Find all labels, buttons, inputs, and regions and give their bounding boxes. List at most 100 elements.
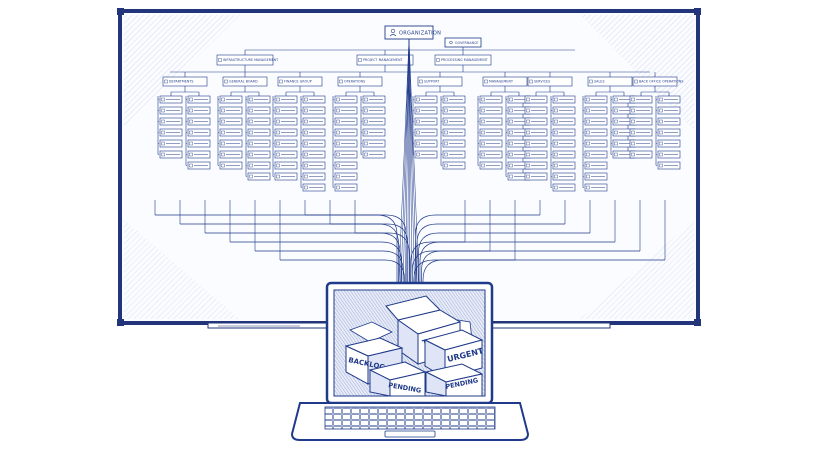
node-icon [509,130,513,135]
org-leaf-node [334,106,358,115]
node-icon [509,174,513,179]
org-leaf-node [274,172,298,181]
org-root-label: ORGANIZATION [399,31,441,37]
node-icon [436,58,440,62]
node-icon [161,97,165,102]
org-leaf-node [657,161,681,170]
node-icon [276,97,280,102]
person-icon [390,28,396,34]
org-leaf-node [479,150,503,159]
node-icon [614,119,618,124]
hatch-shading [124,220,240,319]
node-icon [221,152,225,157]
cable-line [404,38,410,301]
org-leaf-node [247,117,271,126]
node-icon [161,108,165,113]
org-node-label: DEPARTMENTS [169,80,194,84]
org-leaf-node [274,150,298,159]
org-leaf-node [187,95,211,104]
node-icon [221,97,225,102]
org-leaf-node [414,95,438,104]
cable-line [416,223,565,292]
box-flap [385,295,441,321]
org-leaf-node [629,128,653,137]
node-icon [218,58,222,62]
node-icon [304,119,308,124]
org-leaf-node [159,106,183,115]
node-icon [279,79,283,84]
node-icon [444,108,448,113]
org-chart: ORGANIZATION GOVERNANCE INFRASTRUCTURE M… [159,25,683,192]
node-icon [509,141,513,146]
org-leaf-node [247,95,271,104]
org-leaf-node [187,106,211,115]
org-leaf-node [524,150,548,159]
node-icon [221,163,225,168]
org-leaf-node [302,139,326,148]
org-leaf-node [629,106,653,115]
pending-box-left: PENDING [368,361,427,397]
org-leaf-node [362,95,386,104]
org-leaf-node [302,172,326,181]
node-icon [249,163,253,168]
node-icon [614,152,618,157]
org-leaf-node [442,117,466,126]
org-leaf-node [552,161,576,170]
cable-line [408,38,420,301]
node-icon [161,141,165,146]
node-icon [554,108,558,113]
node-icon [336,119,340,124]
org-leaf-node [479,117,503,126]
cable-line [419,241,615,292]
cable-line [397,38,410,301]
node-icon [481,130,485,135]
department-node: GENERAL BOARD [222,76,268,87]
node-icon [419,79,423,84]
org-secondary-label: GOVERNANCE [455,41,479,45]
node-icon [276,108,280,113]
node-icon [336,141,340,146]
org-leaf-node [187,139,211,148]
frame-corner [117,8,124,15]
cable-line [421,250,640,292]
node-icon [526,108,530,113]
org-leaf-node [274,95,298,104]
node-icon [189,141,193,146]
org-leaf-node [552,139,576,148]
org-leaf-node [442,161,466,170]
node-icon [364,141,368,146]
org-leaf-node [552,183,576,192]
node-icon [416,152,420,157]
node-icon [526,163,530,168]
org-leaf-node [584,117,608,126]
node-icon [189,108,193,113]
node-icon [221,119,225,124]
node-icon [526,97,530,102]
node-icon [336,97,340,102]
node-icon [554,152,558,157]
task-box-pile: TASKS URGENT BACKLOG [344,295,485,397]
org-leaf-node [414,117,438,126]
org-leaf-node [657,139,681,148]
org-leaf-node [552,150,576,159]
node-icon [659,97,663,102]
org-leaf-node [187,161,211,170]
department-node: FINANCE GROUP [277,76,323,87]
cable-line [413,259,515,292]
cable-line [402,38,410,301]
node-icon [304,130,308,135]
org-leaf-node [302,161,326,170]
node-icon [631,141,635,146]
org-node-label: FINANCE GROUP [284,80,312,84]
node-icon [659,141,663,146]
org-leaf-node [159,139,183,148]
org-leaf-node [524,106,548,115]
node-icon [364,152,368,157]
org-leaf-node [362,150,386,159]
node-icon [554,119,558,124]
org-leaf-node [159,150,183,159]
org-leaf-node [629,139,653,148]
node-icon [554,141,558,146]
frame-corner [117,319,124,326]
node-icon [586,163,590,168]
